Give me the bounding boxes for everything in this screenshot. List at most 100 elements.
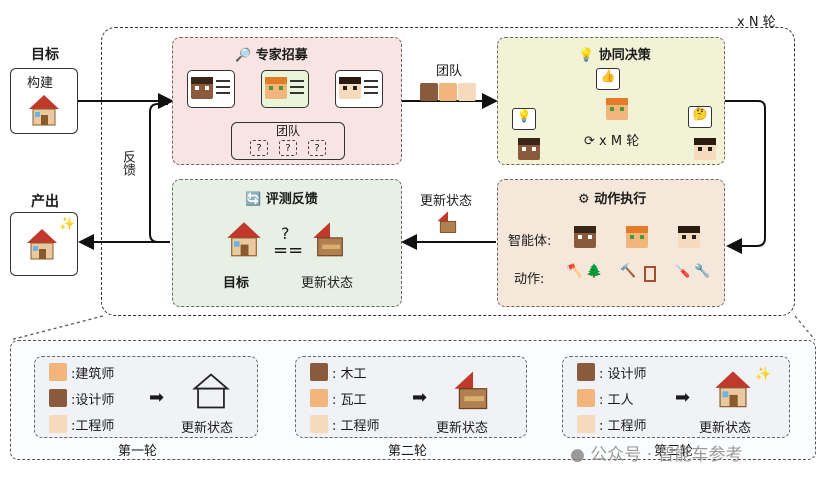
agent-face-icon bbox=[574, 226, 596, 248]
goal-subtitle: 构建 bbox=[27, 76, 54, 91]
agent-face-icon bbox=[310, 389, 328, 407]
house-outline-icon bbox=[192, 373, 230, 409]
arrow-right-icon: ➡ bbox=[675, 387, 691, 408]
iteration-loop-frame bbox=[101, 27, 795, 316]
decision-title: 协同决策 bbox=[598, 48, 651, 63]
round-panel: :建筑师 :设计师 :工程师 ➡ 更新状态 bbox=[34, 356, 258, 438]
update-arrow-label: 更新状态 bbox=[420, 194, 473, 209]
recruit-title: 专家招募 bbox=[255, 48, 308, 63]
evaluate-title: 评测反馈 bbox=[265, 192, 318, 207]
round-role: :设计师 bbox=[71, 393, 115, 408]
agent-face-icon bbox=[420, 83, 438, 101]
agent-face-icon bbox=[439, 83, 457, 101]
recruit-title-row: 🔎 专家招募 bbox=[235, 44, 308, 63]
thumbs-up-icon: 👍 bbox=[596, 68, 620, 90]
sparkle-icon: ✨ bbox=[59, 217, 76, 232]
agent-face-icon bbox=[518, 138, 540, 160]
expert-card bbox=[261, 70, 309, 108]
team-label: 团队 bbox=[276, 124, 301, 138]
watermark: ● 公众号 · 智能车参考 bbox=[570, 440, 742, 465]
partial-house-icon bbox=[313, 222, 343, 257]
action-title: 动作执行 bbox=[594, 192, 647, 207]
actions-label: 动作: bbox=[514, 272, 545, 287]
hammer-icon: 🔨 bbox=[620, 264, 637, 279]
arrow-right-icon: ➡ bbox=[149, 387, 165, 408]
evaluate-state-label: 更新状态 bbox=[301, 276, 354, 291]
magnifier-icon: 🔎 bbox=[235, 48, 252, 63]
compare-equals: == bbox=[273, 240, 304, 261]
agent-face-icon bbox=[694, 138, 716, 160]
round-role: : 木工 bbox=[332, 367, 367, 382]
unknown-slot: ? bbox=[279, 140, 297, 156]
lightbulb-icon: 💡 bbox=[512, 108, 536, 130]
watermark-text: 公众号 · 智能车参考 bbox=[590, 445, 743, 465]
gear-icon: ⚙ bbox=[578, 192, 590, 207]
decision-rounds-row: ⟳ x M 轮 bbox=[584, 130, 639, 149]
thinking-icon: 🤔 bbox=[688, 106, 712, 128]
team-box: 团队 ? ? ? bbox=[231, 122, 345, 160]
compare-question: ? bbox=[281, 224, 290, 243]
recruit-panel: 🔎 专家招募 团队 ? ? ? bbox=[172, 37, 402, 165]
round-role: : 工程师 bbox=[599, 419, 647, 434]
partial-house-icon bbox=[437, 211, 457, 233]
wrench-icon: 🔧 bbox=[694, 264, 711, 279]
round-role: : 设计师 bbox=[599, 367, 647, 382]
output-card: ✨ bbox=[10, 212, 78, 276]
agent-face-icon bbox=[310, 363, 328, 381]
arrow-right-icon: ➡ bbox=[412, 387, 428, 408]
round-state-label: 更新状态 bbox=[181, 421, 234, 436]
agents-label: 智能体: bbox=[508, 234, 552, 249]
tree-icon: 🌲 bbox=[586, 264, 603, 279]
agent-face-icon bbox=[678, 226, 700, 248]
house-icon bbox=[227, 222, 261, 257]
round-state-label: 更新状态 bbox=[699, 421, 752, 436]
decision-panel: 💡 协同决策 👍 💡 🤔 ⟳ x M 轮 bbox=[497, 37, 725, 165]
round-caption: 第三轮 bbox=[654, 444, 694, 459]
refresh-icon: ⟳ bbox=[584, 134, 595, 149]
decision-title-row: 💡 协同决策 bbox=[578, 44, 651, 63]
agent-face-icon bbox=[606, 98, 628, 120]
agent-face-icon bbox=[265, 77, 287, 99]
repeat-label: x N 轮 bbox=[737, 15, 776, 30]
screwdriver-icon: 🪛 bbox=[674, 264, 691, 279]
evaluate-goal-label: 目标 bbox=[223, 276, 250, 291]
round-role: :工程师 bbox=[71, 419, 115, 434]
house-icon bbox=[27, 229, 57, 260]
expert-card bbox=[187, 70, 235, 108]
evaluate-panel: 🔄 评测反馈 ? == 目标 更新状态 bbox=[172, 179, 402, 307]
team-arrow-label: 团队 bbox=[436, 64, 463, 79]
agent-face-icon bbox=[339, 77, 361, 99]
agent-face-icon bbox=[49, 389, 67, 407]
wechat-icon: ● bbox=[570, 445, 585, 465]
agent-face-icon bbox=[191, 77, 213, 99]
team-faces bbox=[420, 83, 480, 101]
evaluate-title-row: 🔄 评测反馈 bbox=[245, 188, 318, 207]
agent-face-icon bbox=[458, 83, 476, 101]
round-caption: 第一轮 bbox=[118, 444, 158, 459]
unknown-slot: ? bbox=[308, 140, 326, 156]
agent-face-icon bbox=[49, 415, 67, 433]
action-title-row: ⚙ 动作执行 bbox=[578, 188, 646, 207]
sparkle-icon: ✨ bbox=[755, 367, 772, 382]
agent-face-icon bbox=[626, 226, 648, 248]
agent-face-icon bbox=[49, 363, 67, 381]
round-role: : 瓦工 bbox=[332, 393, 367, 408]
round-panel: : 木工 : 瓦工 : 工程师 ➡ 更新状态 bbox=[295, 356, 527, 438]
agent-face-icon bbox=[577, 415, 595, 433]
unknown-slot: ? bbox=[250, 140, 268, 156]
output-title: 产出 bbox=[31, 194, 59, 210]
refresh-icon: 🔄 bbox=[245, 192, 262, 207]
axe-icon: 🪓 bbox=[566, 264, 583, 279]
feedback-side-label: 反馈 bbox=[120, 150, 135, 176]
agent-face-icon bbox=[577, 363, 595, 381]
round-role: : 工程师 bbox=[332, 419, 380, 434]
round-caption: 第二轮 bbox=[388, 444, 428, 459]
agent-face-icon bbox=[577, 389, 595, 407]
round-role: : 工人 bbox=[599, 393, 634, 408]
round-panel: : 设计师 : 工人 : 工程师 ➡ ✨ 更新状态 bbox=[562, 356, 790, 438]
house-icon bbox=[29, 95, 59, 126]
partial-house-icon bbox=[454, 371, 488, 410]
decision-rounds: x M 轮 bbox=[599, 134, 640, 149]
lightbulb-icon: 💡 bbox=[578, 48, 595, 63]
expert-card bbox=[335, 70, 383, 108]
